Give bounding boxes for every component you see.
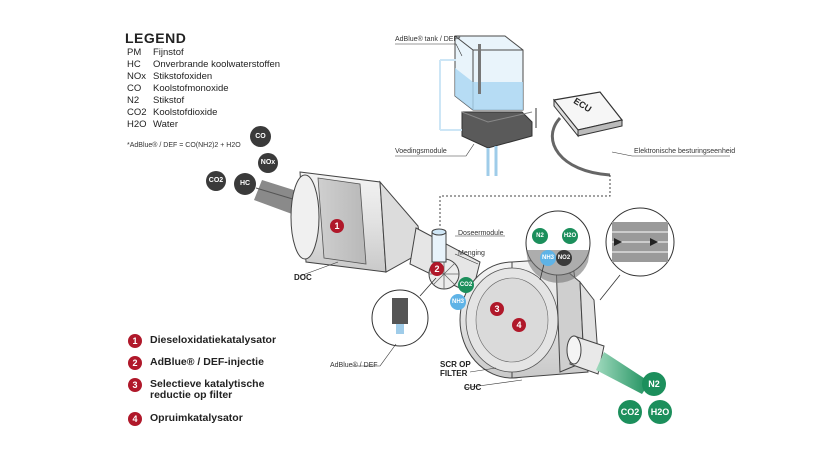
molecule-zoom-nh3: NH3 bbox=[540, 250, 556, 266]
molecule-zoom-no2: NO2 bbox=[556, 250, 572, 266]
label-cuc: CUC bbox=[464, 383, 482, 392]
adblue-formula: *AdBlue® / DEF = CO(NH2)2 + H2O bbox=[127, 142, 241, 149]
label-mixing: Menging bbox=[458, 250, 485, 257]
zoom-circle-injector bbox=[371, 277, 437, 347]
label-doser: Doseermodule bbox=[458, 230, 504, 237]
outlet-pipe bbox=[566, 335, 650, 394]
marker-4: 4 bbox=[512, 318, 526, 332]
zoom-circle-filter bbox=[599, 207, 675, 301]
marker-3: 3 bbox=[490, 302, 504, 316]
label-scr: SCR OP FILTER bbox=[440, 360, 471, 378]
list-item-label: Selectieve katalytische reductie op filt… bbox=[150, 378, 265, 401]
molecule-zoom-h2o: H2O bbox=[562, 228, 578, 244]
marker-2: 2 bbox=[430, 262, 444, 276]
label-adblue: AdBlue® / DEF bbox=[330, 362, 378, 369]
doc-catalyst bbox=[290, 171, 423, 273]
molecule-out-h2o: H2O bbox=[648, 400, 672, 424]
leader-lines bbox=[299, 43, 730, 389]
number-badge: 1 bbox=[128, 334, 142, 348]
molecule-mix-nh3: NH3 bbox=[450, 294, 466, 310]
label-tank: AdBlue® tank / DEF* bbox=[395, 36, 461, 43]
adblue-tank bbox=[439, 35, 537, 176]
molecule-hc: HC bbox=[234, 173, 256, 195]
label-supply: Voedingsmodule bbox=[395, 148, 447, 155]
number-badge: 3 bbox=[128, 378, 142, 392]
number-badge: 4 bbox=[128, 412, 142, 426]
ecu-unit bbox=[439, 91, 624, 228]
zoom-circle-chemistry bbox=[525, 210, 591, 283]
label-doc: DOC bbox=[294, 273, 312, 282]
number-badge: 2 bbox=[128, 356, 142, 370]
list-item-label: Dieseloxidatiekatalysator bbox=[150, 334, 277, 346]
molecule-out-n2: N2 bbox=[642, 372, 666, 396]
molecule-co2: CO2 bbox=[206, 171, 226, 191]
molecule-zoom-n2: N2 bbox=[532, 228, 548, 244]
molecule-out-co2: CO2 bbox=[618, 400, 642, 424]
molecule-nox: NOx bbox=[258, 153, 278, 173]
list-item-label: AdBlue® / DEF-injectie bbox=[150, 356, 264, 368]
list-item-label: Opruimkatalysator bbox=[150, 412, 243, 424]
label-ecu-desc: Elektronische besturingseenheid bbox=[634, 148, 736, 155]
molecule-co: CO bbox=[250, 126, 271, 147]
legend-title: LEGEND bbox=[125, 30, 187, 46]
inlet-pipe bbox=[254, 180, 300, 214]
molecule-mix-co2: CO2 bbox=[458, 277, 474, 293]
marker-1: 1 bbox=[330, 219, 344, 233]
